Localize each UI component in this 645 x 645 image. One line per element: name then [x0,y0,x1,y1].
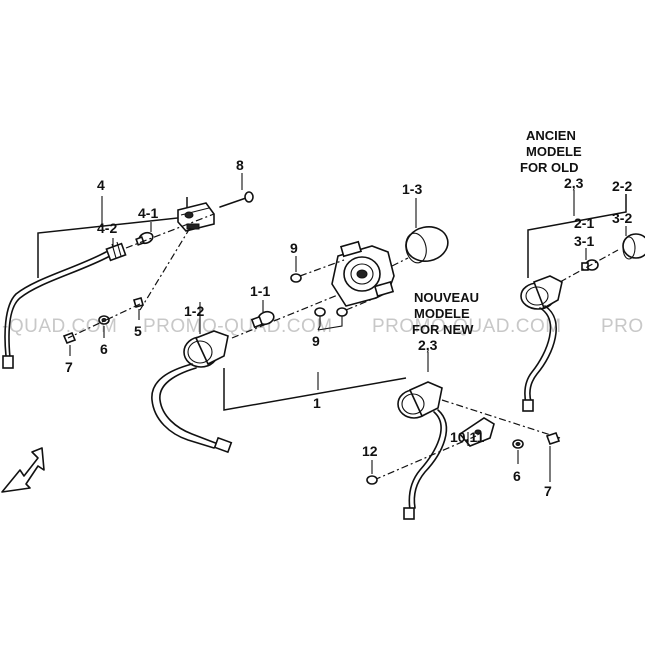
watermark: -QUAD.COM PROMO-QUAD.COM PROMO-QUAD.COM … [2,316,644,337]
center-assembly [151,198,449,454]
callout-2-3-new: 2,3 [418,337,438,353]
callout-3-1: 3-1 [574,233,594,249]
bracket-1 [223,368,407,411]
watermark-text-4: PRO [601,316,644,337]
callout-4-1: 4-1 [138,205,158,221]
note-old-line1: ANCIEN [526,128,576,143]
watermark-text-1: -QUAD.COM [2,316,117,337]
callout-2-2: 2-2 [612,178,632,194]
watermark-text-3: PROMO-QUAD.COM [372,316,562,337]
callout-6-left: 6 [100,341,108,357]
nut-7-right [545,431,561,446]
lens-1-2 [183,330,229,368]
callout-1-1: 1-1 [250,283,270,299]
callout-6-right: 6 [513,468,521,484]
left-assembly [1,173,254,493]
callout-4-2: 4-2 [97,220,117,236]
callout-labels: 4 4-2 4-1 8 9 1-3 1-1 1-2 9 1 5 6 7 ANCI… [65,128,632,499]
old-model-assembly [520,190,645,412]
watermark-text-2: PROMO-QUAD.COM [143,316,333,337]
bracket-2-3-old [527,194,627,278]
callout-7-right: 7 [544,483,552,499]
direction-arrow-icon [1,447,45,493]
callout-2-1: 2-1 [574,215,594,231]
note-new-line3: FOR NEW [412,322,474,337]
note-new-line1: NOUVEAU [414,290,479,305]
socket-housing-1 [331,240,395,307]
new-model-assembly [366,352,561,520]
screws-9-bottom [314,295,381,331]
nut-5 [133,297,144,308]
lens-new-2-3 [397,381,443,419]
callout-3-2: 3-2 [612,210,632,226]
screw-9-top [290,259,345,283]
callout-1-3: 1-3 [402,181,422,197]
bracket-4 [37,197,188,278]
callout-9-top: 9 [290,240,298,256]
socket-4-2 [105,241,127,262]
callout-1-2: 1-2 [184,303,204,319]
lamp-housing-4 [177,202,215,232]
callout-9-bottom: 9 [312,333,320,349]
nut-7-left [62,331,77,345]
note-old-line2: MODELE [526,144,582,159]
note-new-line2: MODELE [414,306,470,321]
screw-12 [366,475,378,485]
connector-4 [2,355,14,369]
note-old-line3: FOR OLD [520,160,579,175]
lens-3-2 [622,233,645,260]
bulb-1-1 [250,310,275,329]
callout-7-left: 7 [65,359,73,375]
lens-2-1 [520,275,563,310]
callout-5: 5 [134,323,142,339]
lens-1-3 [405,226,449,264]
callout-10-11: 10,11 [450,429,484,445]
bulb-4-1 [135,231,154,246]
callout-1: 1 [313,395,321,411]
wire-4 [8,255,111,359]
callout-12: 12 [362,443,378,459]
callout-4: 4 [97,177,105,193]
callout-8: 8 [236,157,244,173]
screw-8 [219,191,254,208]
callout-2-3-old: 2,3 [564,175,584,191]
washer-6-right [512,439,524,449]
